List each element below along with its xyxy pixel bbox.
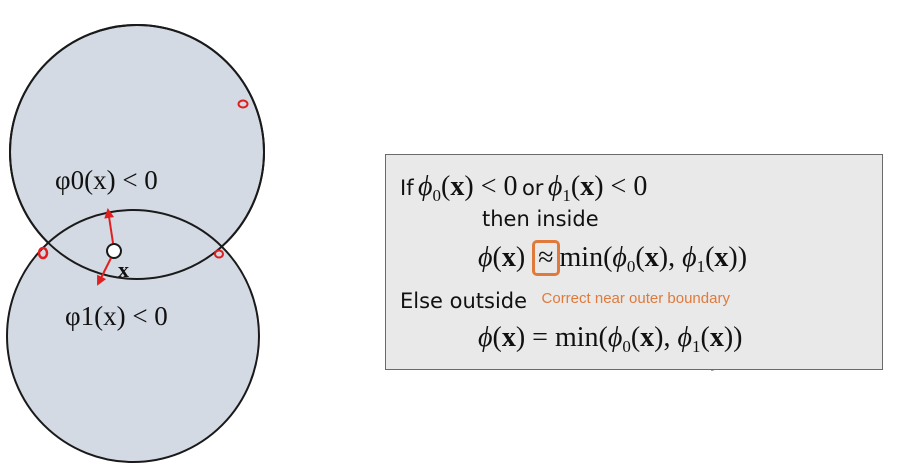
then-inside-label: then inside xyxy=(482,207,599,231)
outside-eq: = xyxy=(532,322,548,353)
approx-highlight: ≈ xyxy=(532,240,560,276)
formula-line-else: Else outside Correct near outer boundary xyxy=(400,289,730,313)
or-word: or xyxy=(521,176,544,200)
outside-lhs: ϕ(x) xyxy=(478,322,526,353)
boundary-note: Correct near outer boundary xyxy=(541,290,730,307)
marker-left-intersection xyxy=(37,246,49,260)
condition-b: ϕ1(x) < 0 xyxy=(547,171,648,205)
formula-box: If ϕ0(x) < 0 or ϕ1(x) < 0 then inside ϕ(… xyxy=(385,154,883,370)
inside-rhs: min(ϕ0(x), ϕ1(x)) xyxy=(559,242,748,276)
lower-region-label: φ1(x) < 0 xyxy=(65,301,168,331)
marker-right-intersection xyxy=(214,249,224,259)
upper-circle-outline xyxy=(9,24,265,280)
formula-line-inside: ϕ(x) ≈min(ϕ0(x), ϕ1(x)) xyxy=(478,240,747,276)
point-label: x xyxy=(118,257,129,282)
upper-region-label: φ0(x) < 0 xyxy=(55,165,158,195)
if-word: If xyxy=(400,176,414,200)
marker-upper-right xyxy=(237,99,249,109)
condition-a: ϕ0(x) < 0 xyxy=(418,171,518,205)
arrow-to-lower-boundary xyxy=(97,257,112,286)
lower-circle xyxy=(6,209,260,463)
arrow-to-upper-boundary xyxy=(104,208,115,244)
formula-line-condition: If ϕ0(x) < 0 or ϕ1(x) < 0 xyxy=(400,171,648,205)
formula-line-outside: ϕ(x) = min(ϕ0(x), ϕ1(x)) xyxy=(478,322,743,356)
else-outside-label: Else outside xyxy=(400,289,528,313)
outside-rhs: min(ϕ0(x), ϕ1(x)) xyxy=(554,322,743,356)
inside-lhs: ϕ(x) xyxy=(478,242,526,273)
query-point xyxy=(106,243,122,259)
